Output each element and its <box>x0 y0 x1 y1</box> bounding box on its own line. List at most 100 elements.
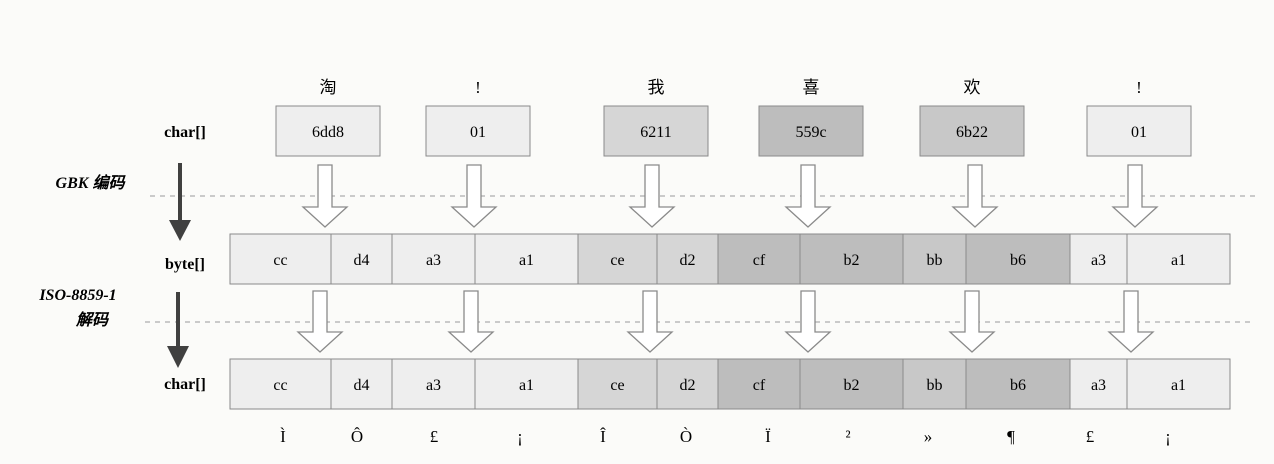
byte-cell-1 <box>330 233 393 285</box>
source-char-0: 淘 <box>320 78 337 97</box>
decode-arrow-2 <box>626 290 674 353</box>
byte-cell-2 <box>391 233 476 285</box>
decoded-hex-1: d4 <box>354 377 370 394</box>
decoded-glyph-7: ² <box>845 427 850 446</box>
byte-hex-10: a3 <box>1091 252 1106 269</box>
decoded-cell-2 <box>391 358 476 410</box>
decoded-cell-1 <box>330 358 393 410</box>
byte-cell-4 <box>577 233 658 285</box>
iso-decode-label-line1: ISO-8859-1 <box>38 287 116 304</box>
byte-row-label: byte[] <box>165 256 205 273</box>
decode-arrow-4 <box>948 290 996 353</box>
byte-hex-11: a1 <box>1171 252 1186 269</box>
char-code-0: 6dd8 <box>312 124 344 141</box>
decoded-glyph-9: ¶ <box>1007 427 1015 446</box>
byte-cell-5 <box>656 233 719 285</box>
decoded-hex-2: a3 <box>426 377 441 394</box>
encode-arrow-0 <box>301 164 349 228</box>
decoded-glyph-6: Ï <box>765 427 771 446</box>
decoded-cell-5 <box>656 358 719 410</box>
decode-arrow-1 <box>447 290 495 353</box>
byte-hex-3: a1 <box>519 252 534 269</box>
decoded-hex-6: cf <box>753 377 766 394</box>
source-char-5: ! <box>1136 78 1142 97</box>
char-code-1: 01 <box>470 124 486 141</box>
byte-hex-0: cc <box>273 252 287 269</box>
decoded-glyph-1: Ô <box>351 427 363 446</box>
decode-arrow-5 <box>1107 290 1155 353</box>
decode-arrow-3 <box>784 290 832 353</box>
byte-cell-9 <box>965 233 1071 285</box>
byte-cell-0 <box>229 233 332 285</box>
source-char-2: 我 <box>648 78 665 97</box>
decoded-hex-5: d2 <box>680 377 696 394</box>
char-box-3 <box>758 105 864 157</box>
encode-arrow-2 <box>628 164 676 228</box>
decoded-hex-3: a1 <box>519 377 534 394</box>
byte-hex-2: a3 <box>426 252 441 269</box>
char-box-0 <box>275 105 381 157</box>
char-code-4: 6b22 <box>956 124 988 141</box>
byte-cell-6 <box>717 233 801 285</box>
char-box-4 <box>919 105 1025 157</box>
gbk-down-arrow <box>169 163 191 241</box>
source-char-1: ! <box>475 78 481 97</box>
char-box-1 <box>425 105 531 157</box>
decoded-glyphs: Ì Ô £ ¡ Î Ò Ï ² » ¶ £ ¡ <box>280 427 1171 446</box>
decoded-char-array: cc d4 a3 a1 ce d2 cf b2 bb b6 a3 a1 <box>229 358 1231 410</box>
decoded-cell-10 <box>1069 358 1128 410</box>
char-row-label: char[] <box>164 124 206 141</box>
decoded-glyph-8: » <box>924 427 933 446</box>
byte-hex-6: cf <box>753 252 766 269</box>
iso-down-arrow <box>167 292 189 368</box>
decoded-glyph-4: Î <box>600 427 606 446</box>
source-char-3: 喜 <box>803 78 820 97</box>
char-code-5: 01 <box>1131 124 1147 141</box>
encode-arrow-4 <box>951 164 999 228</box>
decoded-glyph-3: ¡ <box>517 427 523 446</box>
decoded-glyph-11: ¡ <box>1165 427 1171 446</box>
char-code-2: 6211 <box>640 124 671 141</box>
byte-cell-8 <box>902 233 967 285</box>
decoded-hex-4: ce <box>610 377 624 394</box>
decoded-glyph-0: Ì <box>280 427 286 446</box>
encode-arrows <box>301 164 1159 228</box>
decoded-char-row-label: char[] <box>164 376 206 393</box>
decoded-cell-8 <box>902 358 967 410</box>
decoded-cell-11 <box>1126 358 1231 410</box>
decoded-hex-11: a1 <box>1171 377 1186 394</box>
byte-cell-3 <box>474 233 579 285</box>
decoded-hex-0: cc <box>273 377 287 394</box>
source-characters: 淘! 我 喜 欢! <box>320 78 1142 97</box>
byte-hex-8: bb <box>927 252 943 269</box>
iso-decode-label-line2: 解码 <box>75 311 110 329</box>
byte-cell-11 <box>1126 233 1231 285</box>
byte-array: cc d4 a3 a1 ce d2 cf b2 bb b6 a3 a1 <box>229 233 1231 285</box>
decoded-glyph-5: Ò <box>680 427 692 446</box>
byte-hex-5: d2 <box>680 252 696 269</box>
byte-hex-7: b2 <box>844 252 860 269</box>
decoded-hex-9: b6 <box>1010 377 1026 394</box>
encode-arrow-3 <box>784 164 832 228</box>
decoded-hex-8: bb <box>927 377 943 394</box>
decode-arrow-0 <box>296 290 344 353</box>
encode-arrow-5 <box>1111 164 1159 228</box>
byte-hex-4: ce <box>610 252 624 269</box>
decoded-glyph-2: £ <box>430 427 439 446</box>
byte-hex-9: b6 <box>1010 252 1026 269</box>
char-box-5 <box>1086 105 1192 157</box>
decoded-hex-10: a3 <box>1091 377 1106 394</box>
decoded-hex-7: b2 <box>844 377 860 394</box>
char-box-2 <box>603 105 709 157</box>
byte-hex-1: d4 <box>354 252 370 269</box>
decode-arrows <box>296 290 1155 353</box>
encode-arrow-1 <box>450 164 498 228</box>
source-char-4: 欢 <box>964 78 981 97</box>
decoded-cell-7 <box>799 358 904 410</box>
decoded-glyph-10: £ <box>1086 427 1095 446</box>
byte-cell-7 <box>799 233 904 285</box>
decoded-cell-6 <box>717 358 801 410</box>
